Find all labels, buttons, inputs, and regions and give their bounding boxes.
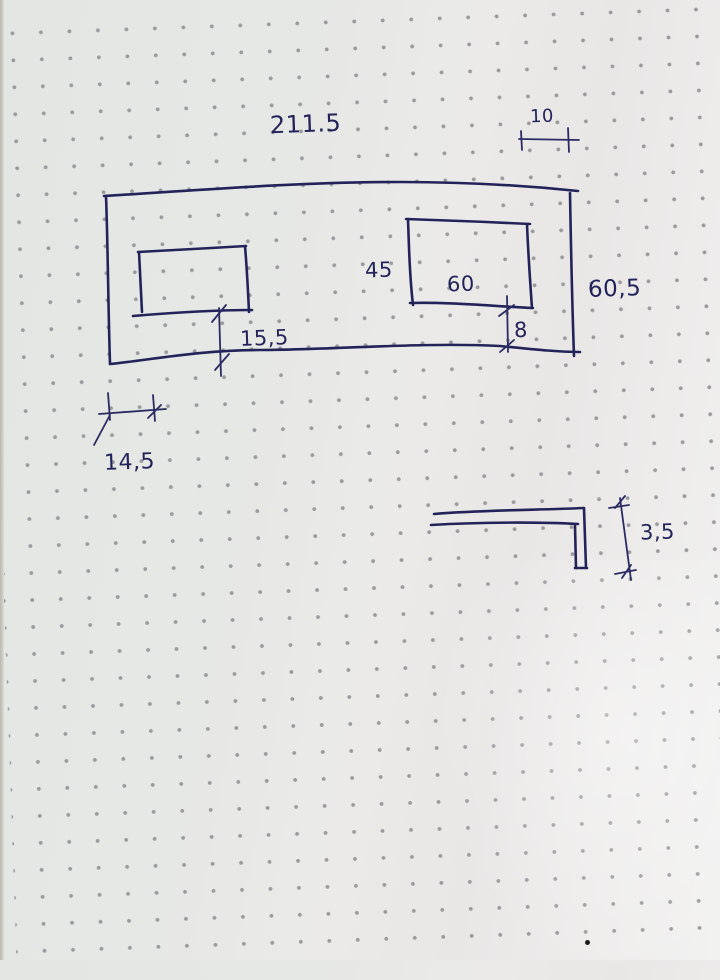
profile-height-label: 3,5 [639, 519, 676, 545]
dimension-line-profile-height [608, 495, 637, 581]
left-offset-label: 15,5 [239, 325, 290, 351]
dimension-line-right-offset [498, 295, 515, 353]
ink-dot [585, 940, 590, 945]
top-dimension-label: 10 [529, 105, 555, 128]
left-cutout-outline [131, 244, 254, 318]
sketch-drawing [93, 127, 637, 581]
right-cutout-outline [404, 217, 535, 310]
dimension-line-left-margin [93, 392, 167, 446]
right-cutout-depth-label: 45 [364, 257, 394, 283]
dimension-line-top-right [518, 127, 580, 153]
right-offset-label: 8 [513, 317, 529, 343]
dimension-line-left-offset [211, 304, 230, 377]
overall-width-label: 211.5 [269, 108, 342, 140]
left-margin-label: 14,5 [103, 449, 156, 476]
right-cutout-width-label: 60 [446, 271, 476, 297]
notebook-binding-edge [0, 0, 4, 960]
light-reflection [430, 560, 720, 980]
overall-height-label: 60,5 [587, 275, 642, 303]
main-slab-outline [102, 180, 582, 366]
edge-profile-detail [429, 506, 589, 570]
